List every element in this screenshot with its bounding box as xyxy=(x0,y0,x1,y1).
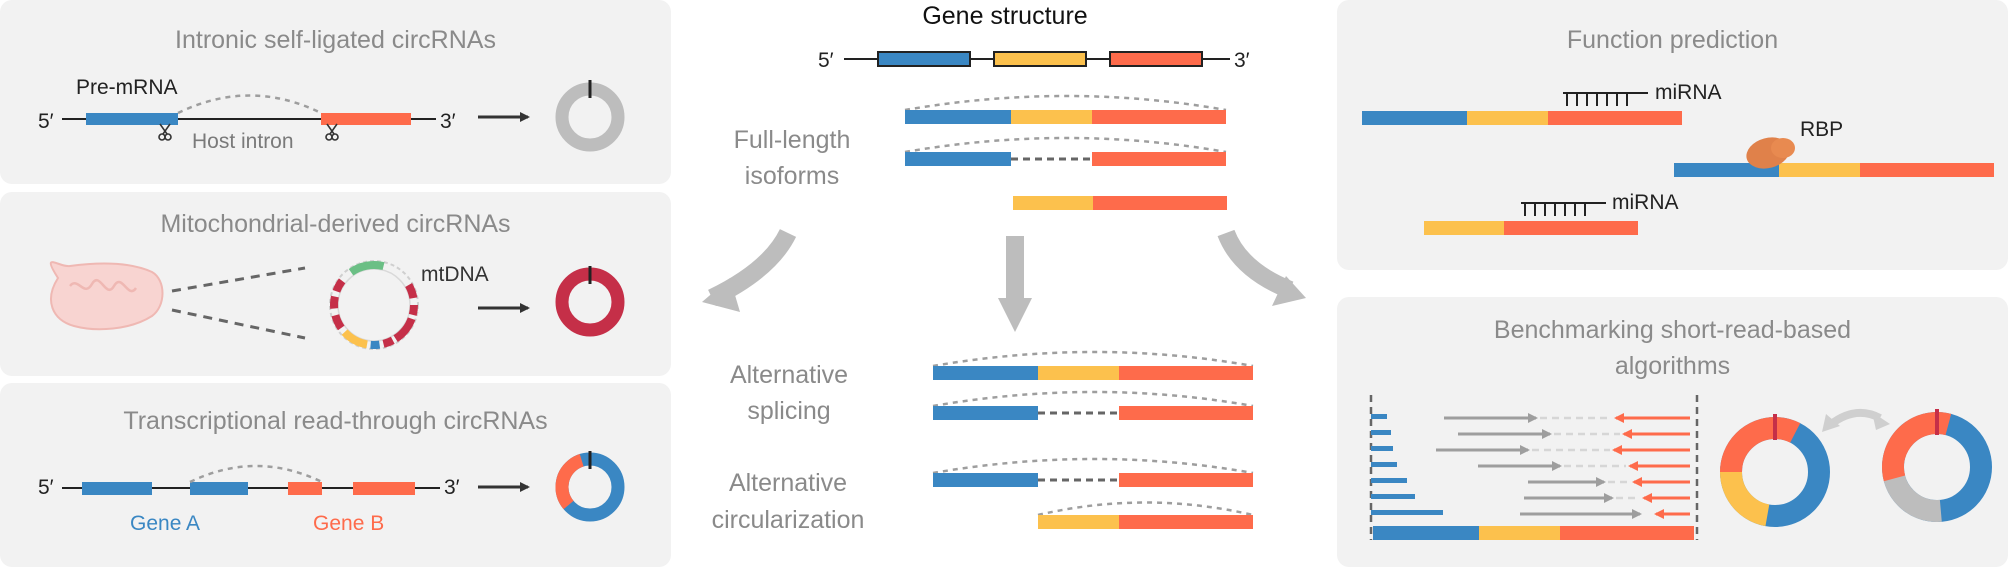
panel-mito-title: Mitochondrial-derived circRNAs xyxy=(160,210,511,238)
splice1-orange xyxy=(1119,366,1253,380)
circ1-orange xyxy=(1119,473,1253,487)
full-length-label-2: isoforms xyxy=(745,162,839,190)
readthrough-arc xyxy=(189,464,323,484)
double-arrow-icon xyxy=(1827,408,1882,429)
isoform3-orange xyxy=(1093,196,1227,210)
five-prime-label: 5′ xyxy=(38,110,54,133)
isoform2-orange xyxy=(1092,152,1226,166)
gene-b-label: Gene B xyxy=(313,512,384,535)
panel-benchmark-title-1: Benchmarking short-read-based xyxy=(1493,316,1852,344)
mito-diagram: mtDNA xyxy=(49,260,625,350)
gene-a-exon-2 xyxy=(190,482,248,495)
exon-orange xyxy=(321,113,411,125)
isoform1-blue xyxy=(905,110,1011,124)
panel-intronic-title: Intronic self-ligated circRNAs xyxy=(175,26,496,54)
intronic-diagram: Pre-mRNA 5′ 3′ Host intron xyxy=(38,76,625,153)
splice2-orange xyxy=(1119,406,1253,420)
rbp-label: RBP xyxy=(1800,118,1843,141)
gene-exon-yellow xyxy=(993,51,1087,67)
five-prime-label: 5′ xyxy=(818,49,834,72)
donut-predicted-2 xyxy=(1882,409,1992,522)
gene-a-exon-1 xyxy=(82,482,152,495)
read-pairs xyxy=(1436,413,1690,519)
scissors-icon xyxy=(158,123,172,141)
exon-blue xyxy=(86,113,178,125)
host-intron-label: Host intron xyxy=(192,130,294,153)
circ2-orange xyxy=(1119,515,1253,529)
gene-b-exon-2 xyxy=(353,482,415,495)
isoform2-blue xyxy=(905,152,1011,166)
panel-readthrough-title: Transcriptional read-through circRNAs xyxy=(123,407,548,435)
circ2-yellow xyxy=(1038,515,1119,529)
alt-splicing-label-1: Alternative xyxy=(730,361,848,389)
panel-benchmark-title-2: algorithms xyxy=(1614,352,1731,380)
zoom-line-top xyxy=(171,266,306,293)
gene-a-label: Gene A xyxy=(130,512,200,535)
panel-function-title: Function prediction xyxy=(1566,26,1779,54)
three-prime-label: 3′ xyxy=(440,110,456,133)
ligation-arc xyxy=(177,94,322,115)
panel-intronic: Intronic self-ligated circRNAs xyxy=(0,0,671,184)
scissors-icon xyxy=(325,123,339,141)
mirna-icon xyxy=(1563,92,1648,106)
arrow-right-curved-icon xyxy=(1217,229,1294,299)
mtdna-ring xyxy=(329,260,419,350)
alt-circ-label-2: circularization xyxy=(712,506,865,534)
alt-splicing-label-2: splicing xyxy=(747,397,830,425)
center-diagram: Gene structure 5′ 3′ Full-length isoform… xyxy=(702,2,1306,534)
function-diagram: miRNA RBP miRNA xyxy=(1362,81,1994,235)
gene-exon-orange xyxy=(1109,51,1203,67)
gene-structure-title: Gene structure xyxy=(922,2,1087,30)
mirna-label-1: miRNA xyxy=(1655,81,1722,104)
isoform1-orange xyxy=(1092,110,1226,124)
splice1-blue xyxy=(933,366,1038,380)
mirna-label-2: miRNA xyxy=(1612,191,1679,214)
isoform1-yellow xyxy=(1011,110,1092,124)
benchmark-diagram xyxy=(1369,395,1992,540)
coverage-bars xyxy=(1371,414,1443,515)
donut-predicted-1 xyxy=(1720,414,1830,527)
zoom-line-bottom xyxy=(171,308,306,340)
rbp-icon xyxy=(1746,137,1795,169)
splice1-yellow xyxy=(1038,366,1119,380)
full-length-label-1: Full-length xyxy=(734,126,851,154)
mtdna-label: mtDNA xyxy=(421,263,489,286)
mitochondrion-icon xyxy=(49,261,164,331)
splice2-blue xyxy=(933,406,1038,420)
three-prime-label: 3′ xyxy=(1234,49,1250,72)
gene-b-exon-1 xyxy=(288,482,322,495)
readthrough-diagram: 5′ 3′ Gene A Gene B xyxy=(38,451,625,535)
circ1-blue xyxy=(933,473,1038,487)
pre-mrna-label: Pre-mRNA xyxy=(76,76,178,99)
alt-circ-label-1: Alternative xyxy=(729,469,847,497)
gene-exon-blue xyxy=(877,51,971,67)
three-prime-label: 3′ xyxy=(444,476,460,499)
isoform3-yellow xyxy=(1013,196,1093,210)
mirna-icon xyxy=(1521,202,1606,216)
five-prime-label: 5′ xyxy=(38,476,54,499)
